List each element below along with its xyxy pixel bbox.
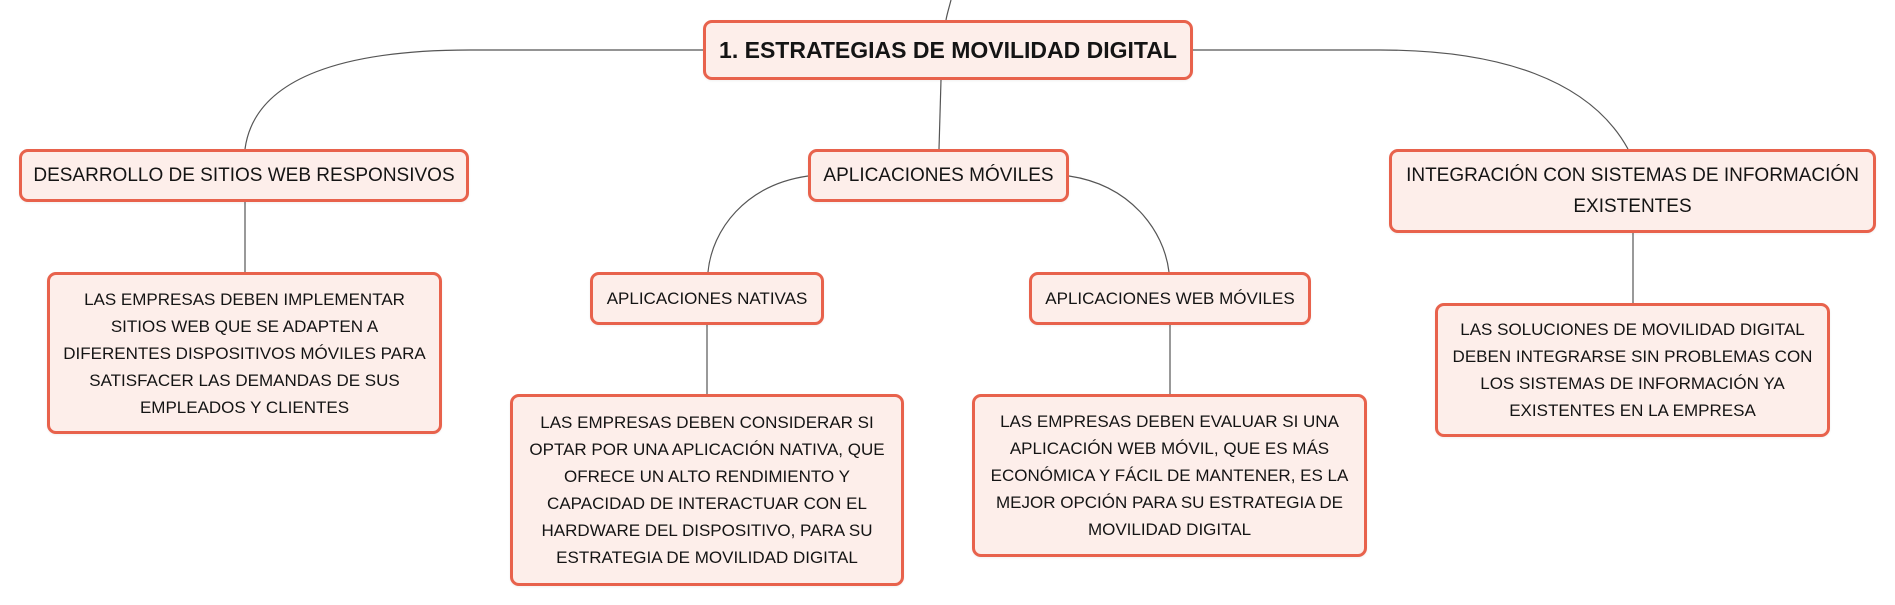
detail-web-mobile-apps-text: LAS EMPRESAS DEBEN EVALUAR SI UNA APLICA… bbox=[990, 412, 1349, 539]
sub-web-mobile-apps[interactable]: APLICACIONES WEB MÓVILES bbox=[1029, 272, 1311, 325]
detail-responsive[interactable]: LAS EMPRESAS DEBEN IMPLEMENTAR SITIOS WE… bbox=[47, 272, 442, 434]
sub-native-apps-label: APLICACIONES NATIVAS bbox=[606, 289, 808, 308]
detail-native-apps-text: LAS EMPRESAS DEBEN CONSIDERAR SI OPTAR P… bbox=[529, 413, 885, 567]
branch-responsive-websites[interactable]: DESARROLLO DE SITIOS WEB RESPONSIVOS bbox=[19, 149, 469, 202]
detail-web-mobile-apps[interactable]: LAS EMPRESAS DEBEN EVALUAR SI UNA APLICA… bbox=[972, 394, 1367, 557]
root-node[interactable]: 1. ESTRATEGIAS DE MOVILIDAD DIGITAL bbox=[703, 20, 1193, 80]
sub-web-mobile-apps-label: APLICACIONES WEB MÓVILES bbox=[1045, 289, 1295, 308]
connector-mobile-to-native bbox=[707, 175, 809, 273]
detail-native-apps[interactable]: LAS EMPRESAS DEBEN CONSIDERAR SI OPTAR P… bbox=[510, 394, 904, 586]
connector-root-to-responsive bbox=[244, 49, 704, 150]
connector-root-to-mobile-apps bbox=[938, 79, 942, 150]
detail-integration[interactable]: LAS SOLUCIONES DE MOVILIDAD DIGITAL DEBE… bbox=[1435, 303, 1830, 437]
branch-integration-label: INTEGRACIÓN CON SISTEMAS DE INFORMACIÓN … bbox=[1406, 165, 1859, 217]
connector-parent-to-root bbox=[945, 0, 952, 21]
branch-integration[interactable]: INTEGRACIÓN CON SISTEMAS DE INFORMACIÓN … bbox=[1389, 149, 1876, 233]
sub-native-apps[interactable]: APLICACIONES NATIVAS bbox=[590, 272, 824, 325]
branch-mobile-apps[interactable]: APLICACIONES MÓVILES bbox=[808, 149, 1069, 202]
detail-responsive-text: LAS EMPRESAS DEBEN IMPLEMENTAR SITIOS WE… bbox=[63, 289, 426, 417]
connector-root-to-integration bbox=[1192, 49, 1629, 150]
root-label: 1. ESTRATEGIAS DE MOVILIDAD DIGITAL bbox=[719, 36, 1177, 63]
connector-mobile-to-webmobile bbox=[1068, 175, 1170, 273]
detail-integration-text: LAS SOLUCIONES DE MOVILIDAD DIGITAL DEBE… bbox=[1452, 320, 1813, 420]
branch-responsive-label: DESARROLLO DE SITIOS WEB RESPONSIVOS bbox=[33, 165, 455, 186]
branch-mobile-apps-label: APLICACIONES MÓVILES bbox=[823, 165, 1054, 186]
